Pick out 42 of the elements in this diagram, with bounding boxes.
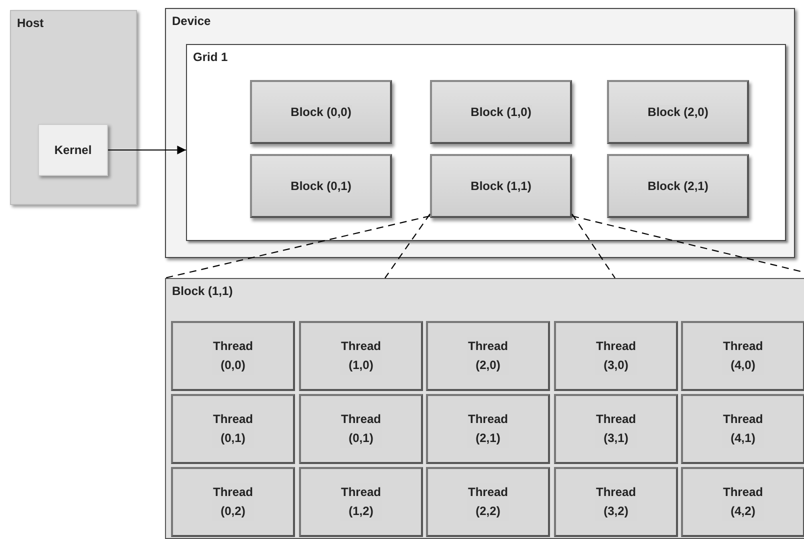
block-box <box>430 154 572 218</box>
thread-box <box>681 467 804 537</box>
node-label: Block (0,0) <box>290 105 352 119</box>
thread-box <box>299 321 423 391</box>
block-box <box>607 154 749 218</box>
thread-box <box>681 321 804 391</box>
panel-heading: Block (1,1) <box>172 284 233 298</box>
dashed-line <box>572 215 804 273</box>
arrow <box>108 146 186 154</box>
dashed-line <box>384 214 430 278</box>
thread-box <box>171 321 295 391</box>
thread-box <box>426 394 550 464</box>
device-panel <box>165 8 795 258</box>
panel-heading: Host <box>17 16 44 30</box>
thread-box <box>299 467 423 537</box>
block-panel <box>165 278 804 539</box>
node-label: Block (2,0) <box>646 105 710 119</box>
node-label: Block (1,0) <box>470 105 532 119</box>
thread-box <box>171 394 295 464</box>
block-box <box>430 80 572 144</box>
block-box <box>607 80 749 144</box>
node-label: Block (1,1) <box>470 179 532 193</box>
block-box <box>250 80 392 144</box>
node-label: Block (2,1) <box>646 179 710 193</box>
thread-box <box>554 321 678 391</box>
kernel-box <box>38 124 108 176</box>
host-panel <box>10 10 137 205</box>
node-label: Block (0,1) <box>290 179 352 193</box>
thread-box <box>554 467 678 537</box>
dashed-line <box>572 214 616 278</box>
thread-box <box>299 394 423 464</box>
node-label: Kernel <box>54 143 92 157</box>
thread-box <box>171 467 295 537</box>
thread-box <box>426 321 550 391</box>
block-box <box>250 154 392 218</box>
thread-box <box>426 467 550 537</box>
panel-heading: Grid 1 <box>193 50 228 64</box>
thread-box <box>681 394 804 464</box>
dashed-line <box>164 215 430 279</box>
panel-heading: Device <box>172 14 211 28</box>
thread-box <box>554 394 678 464</box>
grid-panel <box>186 44 786 241</box>
